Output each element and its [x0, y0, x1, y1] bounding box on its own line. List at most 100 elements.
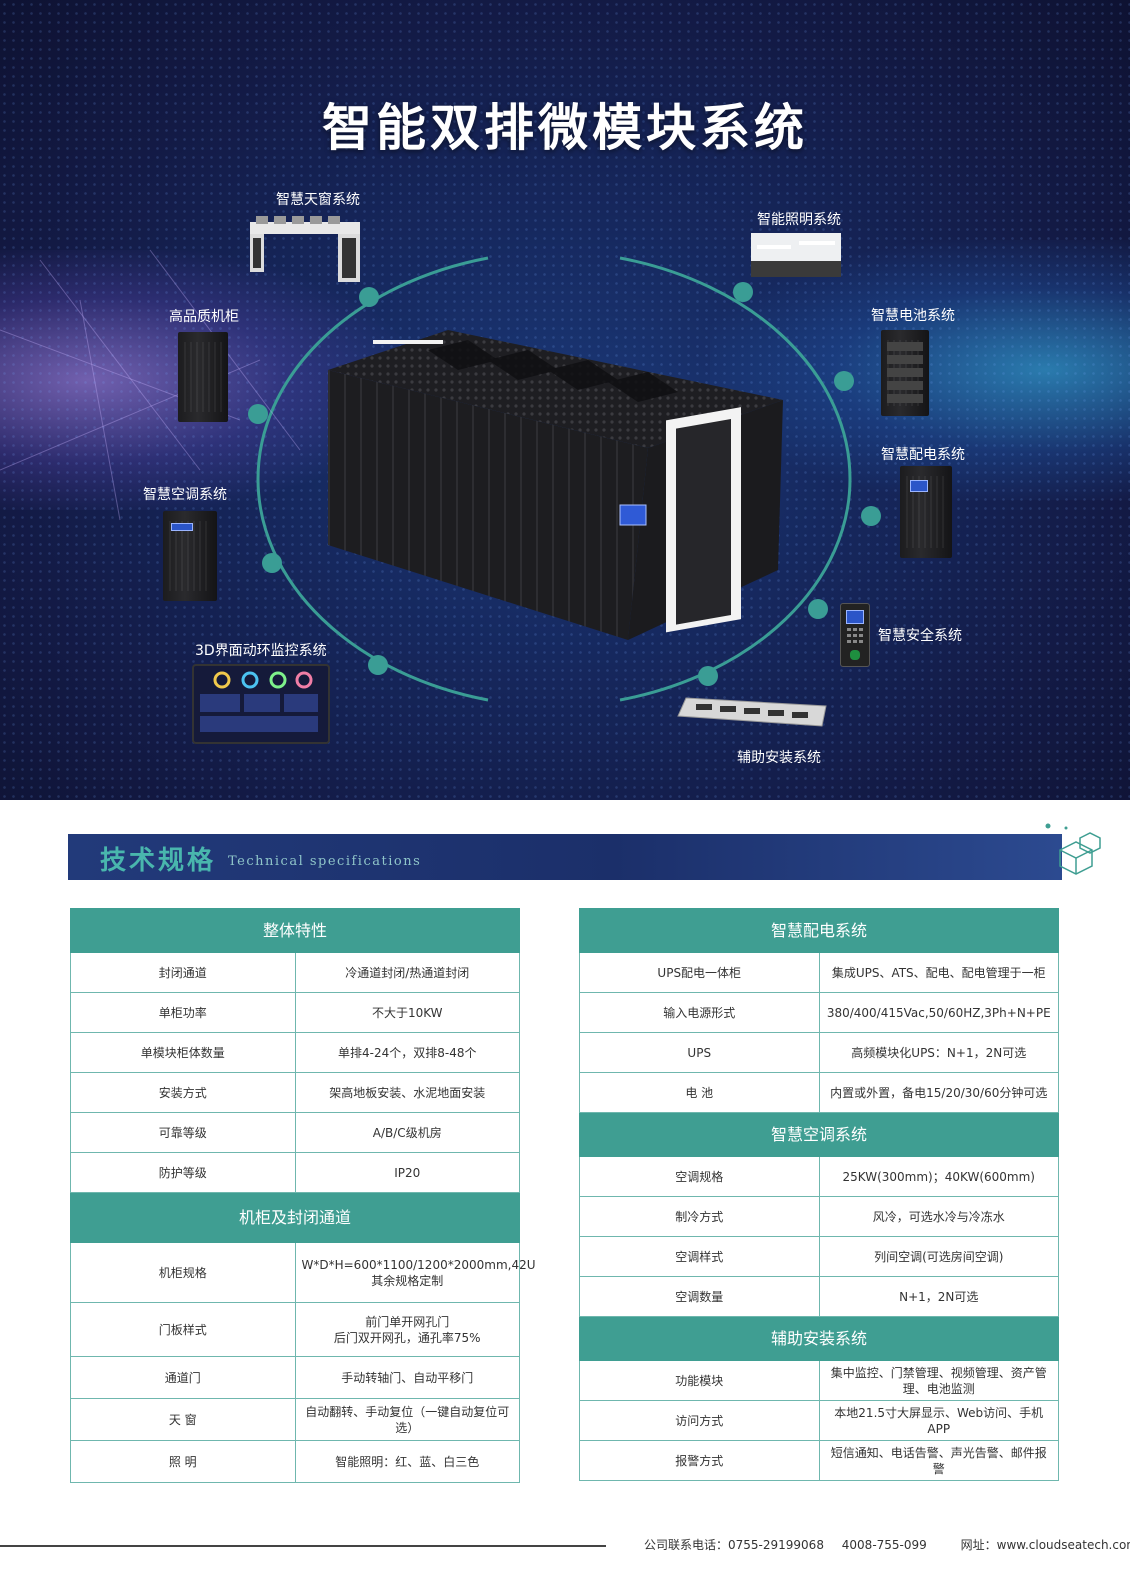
- spec-group-title: 智慧配电系统: [579, 908, 1059, 953]
- hero-banner: 智能双排微模块系统: [0, 0, 1130, 800]
- spec-value: 单排4-24个，双排8-48个: [294, 1032, 520, 1073]
- spec-key: 通道门: [70, 1356, 296, 1399]
- spec-row: 通道门手动转轴门、自动平移门: [70, 1356, 520, 1399]
- ring-node: [861, 506, 881, 526]
- feature-aircon-label: 智慧空调系统: [143, 487, 227, 503]
- spec-row: 安装方式 架高地板安装、水泥地面安装: [70, 1072, 520, 1113]
- spec-row: 封闭通道冷通道封闭/热通道封闭: [70, 952, 520, 993]
- spec-value-line: W*D*H=600*1100/1200*2000mm,42U: [301, 1257, 536, 1272]
- footer-phone: 公司联系电话：0755-29199068: [644, 1538, 824, 1552]
- spec-key: 天 窗: [70, 1398, 296, 1441]
- spec-row: 防护等级 IP20: [70, 1152, 520, 1193]
- spec-value-line: 后门双开网孔，通孔率75%: [333, 1330, 481, 1345]
- ring-node: [698, 666, 718, 686]
- spec-value-line: 列间空调(可选房间空调): [874, 1249, 1004, 1264]
- spec-value-line: 不大于10KW: [371, 1005, 443, 1020]
- spec-row: 空调样式列间空调(可选房间空调): [579, 1236, 1059, 1277]
- monitor-dashboard-illustration: [192, 664, 330, 744]
- spec-key: 照 明: [70, 1440, 296, 1483]
- feature-monitor-label: 3D界面动环监控系统: [195, 643, 327, 659]
- spec-key: 输入电源形式: [579, 992, 820, 1033]
- spec-value: A/B/C级机房: [294, 1112, 520, 1153]
- feature-cabinet-label: 高品质机柜: [169, 309, 239, 325]
- spec-key: 制冷方式: [579, 1196, 820, 1237]
- spec-key: 可靠等级: [70, 1112, 296, 1153]
- spec-group-title: 机柜及封闭通道: [70, 1192, 520, 1243]
- spec-row: UPS 高频模块化UPS：N+1，2N可选: [579, 1032, 1059, 1073]
- ring-node: [733, 282, 753, 302]
- spec-value: 冷通道封闭/热通道封闭: [294, 952, 520, 993]
- spec-value: 短信通知、电话告警、声光告警、邮件报警: [818, 1440, 1059, 1481]
- spec-value: 集中监控、门禁管理、视频管理、资产管理、电池监测: [818, 1360, 1059, 1401]
- cube-decoration-icon: [1045, 823, 1101, 875]
- spec-value-line: 冷通道封闭/热通道封闭: [345, 965, 470, 980]
- spec-key: UPS配电一体柜: [579, 952, 820, 993]
- ring-node: [262, 553, 282, 573]
- spec-row: 单柜功率 不大于10KW: [70, 992, 520, 1033]
- spec-key: 功能模块: [579, 1360, 820, 1401]
- spec-section-banner: 技术规格 Technical specifications: [68, 834, 1062, 880]
- spec-value: 智能照明：红、蓝、白三色: [294, 1440, 520, 1483]
- spec-group-header: 辅助安装系统: [579, 1316, 1059, 1361]
- spec-value: 手动转轴门、自动平移门: [294, 1356, 520, 1399]
- spec-value-line: 高频模块化UPS：N+1，2N可选: [851, 1045, 1027, 1060]
- spec-value-line: 短信通知、电话告警、声光告警、邮件报警: [830, 1445, 1047, 1476]
- spec-value: 集成UPS、ATS、配电、配电管理于一柜: [818, 952, 1059, 993]
- spec-value: 风冷，可选水冷与冷冻水: [818, 1196, 1059, 1237]
- spec-key: 门板样式: [70, 1302, 296, 1357]
- footer-divider: [0, 1545, 606, 1547]
- spec-value: 内置或外置，备电15/20/30/60分钟可选: [818, 1072, 1059, 1113]
- spec-value-line: N+1，2N可选: [899, 1289, 979, 1304]
- footer-contact: 公司联系电话：0755-29199068 4008-755-099 网址：www…: [644, 1536, 1130, 1553]
- page-title: 智能双排微模块系统: [322, 99, 808, 157]
- spec-value-line: 集成UPS、ATS、配电、配电管理于一柜: [831, 965, 1046, 980]
- spec-value: 本地21.5寸大屏显示、Web访问、手机APP: [818, 1400, 1059, 1441]
- spec-value-line: 架高地板安装、水泥地面安装: [329, 1085, 486, 1100]
- footer-website: 网址：www.cloudseatech.com: [960, 1538, 1130, 1552]
- spec-table-left: 整体特性封闭通道冷通道封闭/热通道封闭单柜功率 不大于10KW 单模块柜体数量 单排4…: [70, 908, 536, 1483]
- power-cabinet-illustration: [900, 466, 952, 558]
- install-base-illustration: [676, 692, 832, 732]
- cabinet-illustration: [178, 332, 228, 422]
- spec-banner-subtitle: Technical specifications: [228, 854, 422, 869]
- spec-value-line: IP20: [394, 1165, 421, 1180]
- spec-value-line: 内置或外置，备电15/20/30/60分钟可选: [830, 1085, 1048, 1100]
- spec-row: 制冷方式风冷，可选水冷与冷冻水: [579, 1196, 1059, 1237]
- feature-ring: [0, 249, 881, 702]
- ring-node: [808, 599, 828, 619]
- spec-value: N+1，2N可选: [818, 1276, 1059, 1317]
- spec-value-line: 集中监控、门禁管理、视频管理、资产管理、电池监测: [830, 1365, 1047, 1396]
- ring-node: [834, 371, 854, 391]
- spec-row: 报警方式短信通知、电话告警、声光告警、邮件报警: [579, 1440, 1059, 1481]
- spec-value-line: 25KW(300mm)；40KW(600mm): [842, 1169, 1035, 1184]
- spec-group-title: 智慧空调系统: [579, 1112, 1059, 1157]
- spec-key: 单模块柜体数量: [70, 1032, 296, 1073]
- feature-skylight-label: 智慧天窗系统: [276, 192, 360, 208]
- feature-lighting-label: 智能照明系统: [757, 212, 841, 228]
- spec-row: 单模块柜体数量 单排4-24个，双排8-48个: [70, 1032, 520, 1073]
- spec-key: UPS: [579, 1032, 820, 1073]
- spec-key: 防护等级: [70, 1152, 296, 1193]
- spec-key: 访问方式: [579, 1400, 820, 1441]
- spec-key: 安装方式: [70, 1072, 296, 1113]
- spec-key: 单柜功率: [70, 992, 296, 1033]
- spec-value: 不大于10KW: [294, 992, 520, 1033]
- feature-security-label: 智慧安全系统: [878, 628, 962, 644]
- spec-group-title: 整体特性: [70, 908, 520, 953]
- spec-value: 列间空调(可选房间空调): [818, 1236, 1059, 1277]
- feature-battery-label: 智慧电池系统: [871, 308, 955, 324]
- spec-value: 架高地板安装、水泥地面安装: [294, 1072, 520, 1113]
- spec-value-line: 前门单开网孔门: [365, 1314, 450, 1329]
- lighting-illustration: [751, 233, 841, 277]
- spec-value: 高频模块化UPS：N+1，2N可选: [818, 1032, 1059, 1073]
- battery-illustration: [881, 330, 929, 416]
- spec-value-line: 单排4-24个，双排8-48个: [338, 1045, 477, 1060]
- spec-row: UPS配电一体柜集成UPS、ATS、配电、配电管理于一柜: [579, 952, 1059, 993]
